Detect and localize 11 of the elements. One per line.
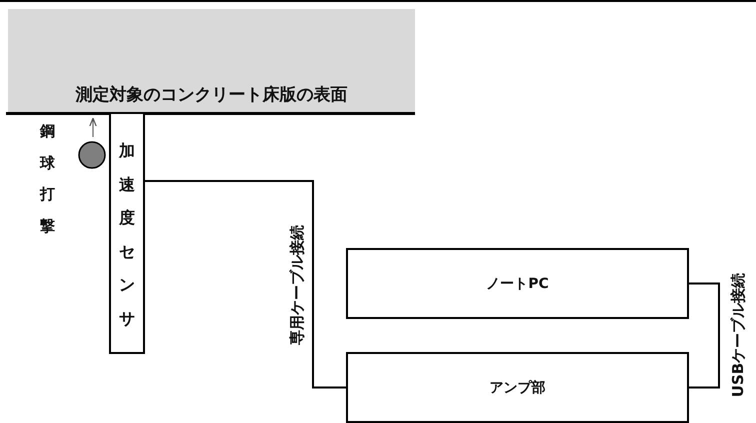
motion-arrow	[89, 118, 97, 138]
edge-label: 専用ケーブル接続	[288, 225, 306, 345]
cable-line	[145, 180, 346, 388]
ball-caption: 鋼球打撃	[40, 121, 55, 236]
device-box: アンプ部	[346, 352, 689, 423]
steel-ball	[78, 141, 106, 169]
cable-line	[689, 282, 720, 388]
sensor-box: 加速度センサ	[109, 112, 145, 354]
edge-label: USBケーブル接続	[730, 272, 746, 398]
concrete-slab: 測定対象のコンクリート床版の表面	[8, 9, 415, 115]
device-box: ノートPC	[346, 248, 689, 319]
